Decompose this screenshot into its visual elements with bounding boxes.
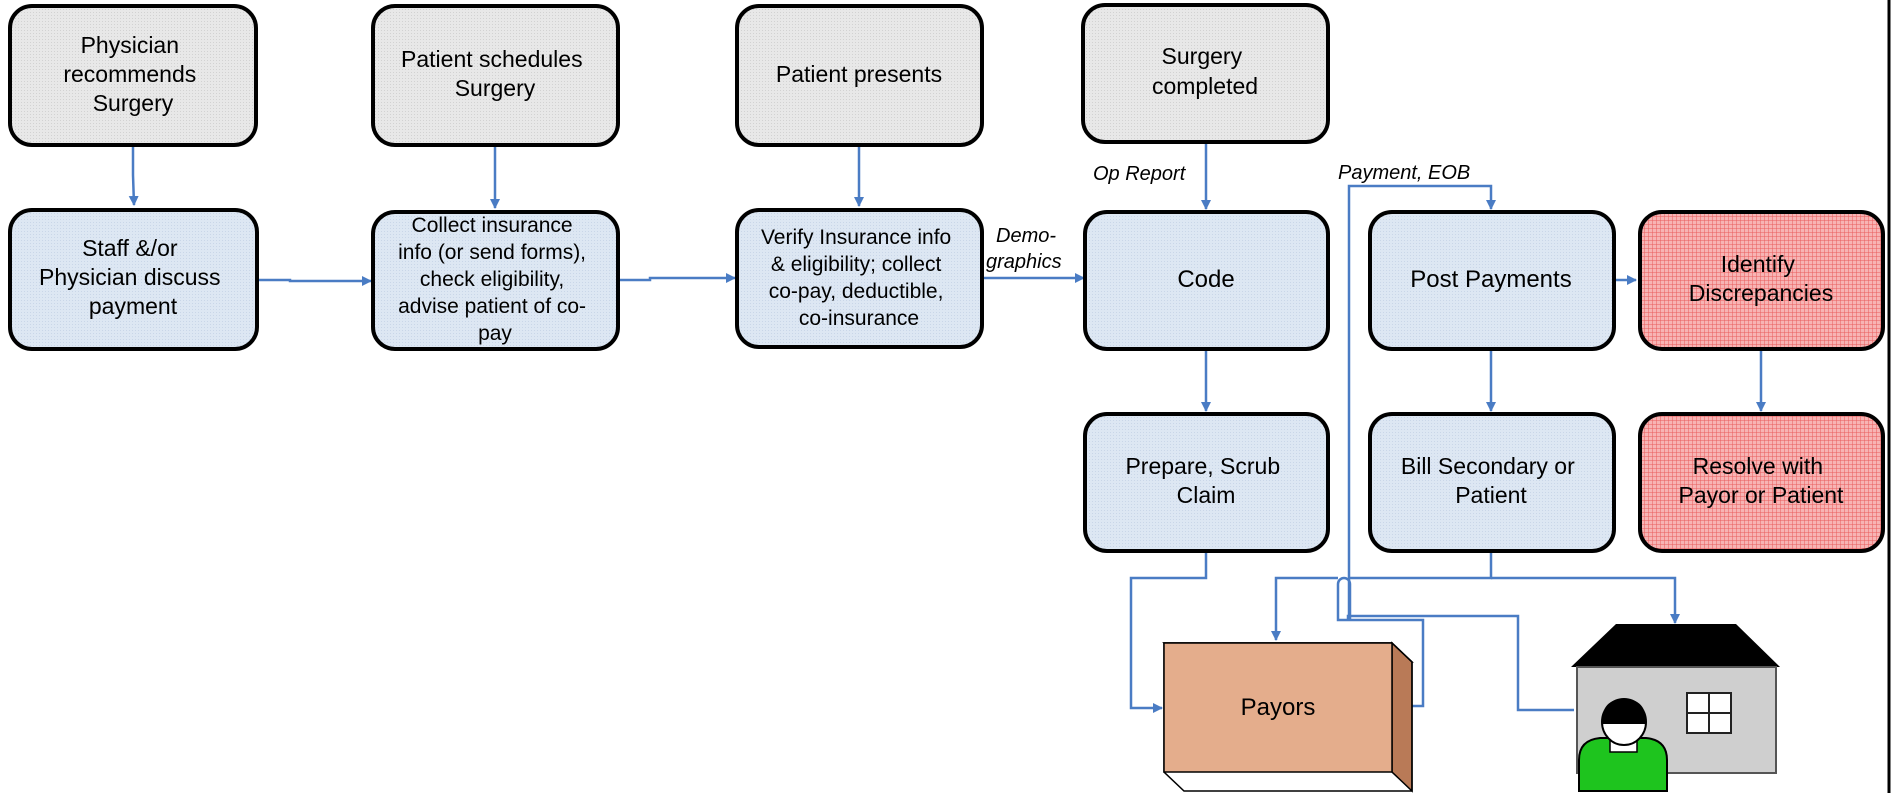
arrow-physician-to-staff: [128, 146, 139, 206]
box-surgery-completed-text: Surgery completed: [1152, 43, 1258, 99]
box-post-payments-text: Post Payments: [1410, 266, 1571, 293]
box-patient-presents-text: Patient presents: [776, 61, 942, 87]
box-patient-presents: Patient presents: [735, 4, 984, 147]
box-post-payments: Post Payments: [1368, 210, 1616, 351]
box-patient-schedules-text: Patient schedules Surgery: [401, 46, 589, 101]
arrow-bill-to-payors: [1276, 553, 1493, 640]
box-surgery-completed: Surgery completed: [1081, 3, 1330, 144]
box-collect-insurance-text: Collect insurance info (or send forms), …: [398, 214, 592, 345]
box-staff-discuss-text: Staff &/or Physician discuss payment: [39, 235, 227, 319]
arrow-staff-to-collect: [258, 276, 372, 286]
box-physician-recommends: Physician recommends Surgery: [8, 4, 258, 147]
box-code: Code: [1083, 210, 1330, 351]
arrow-prepare-to-payors: [1129, 553, 1208, 713]
connectors: [128, 142, 1766, 713]
box-bill-secondary: Bill Secondary or Patient: [1368, 412, 1616, 553]
arrow-bill-to-home: [1491, 576, 1680, 624]
person-icon: [1578, 698, 1668, 792]
box-identify-discrepancies: Identify Discrepancies: [1638, 210, 1885, 351]
box-bill-secondary-text: Bill Secondary or Patient: [1401, 453, 1581, 508]
box-physician-recommends-text: Physician recommends Surgery: [63, 32, 202, 116]
box-code-text: Code: [1177, 266, 1234, 293]
box-staff-discuss: Staff &/or Physician discuss payment: [8, 208, 259, 351]
box-verify-insurance-text: Verify Insurance info & eligibility; col…: [761, 226, 957, 330]
box-payors-text: Payors: [1241, 694, 1316, 721]
box-resolve: Resolve with Payor or Patient: [1638, 412, 1885, 553]
box-verify-insurance: Verify Insurance info & eligibility; col…: [735, 208, 984, 349]
box-identify-discrepancies-text: Identify Discrepancies: [1689, 251, 1833, 306]
box-patient-schedules: Patient schedules Surgery: [371, 4, 620, 147]
house-with-person-icon: [1571, 624, 1780, 792]
label-demographics: Demo- graphics: [986, 225, 1062, 273]
box-prepare-claim-text: Prepare, Scrub Claim: [1125, 453, 1286, 508]
label-op-report: Op Report: [1093, 163, 1187, 185]
box-prepare-claim: Prepare, Scrub Claim: [1083, 412, 1330, 553]
arrow-collect-to-verify: [618, 273, 736, 283]
box-payors: Payors: [1162, 641, 1414, 793]
box-resolve-text: Resolve with Payor or Patient: [1679, 453, 1845, 508]
line-payment-eob-up: [1347, 184, 1496, 616]
box-collect-insurance: Collect insurance info (or send forms), …: [371, 210, 620, 351]
label-payment-eob: Payment, EOB: [1338, 162, 1470, 184]
